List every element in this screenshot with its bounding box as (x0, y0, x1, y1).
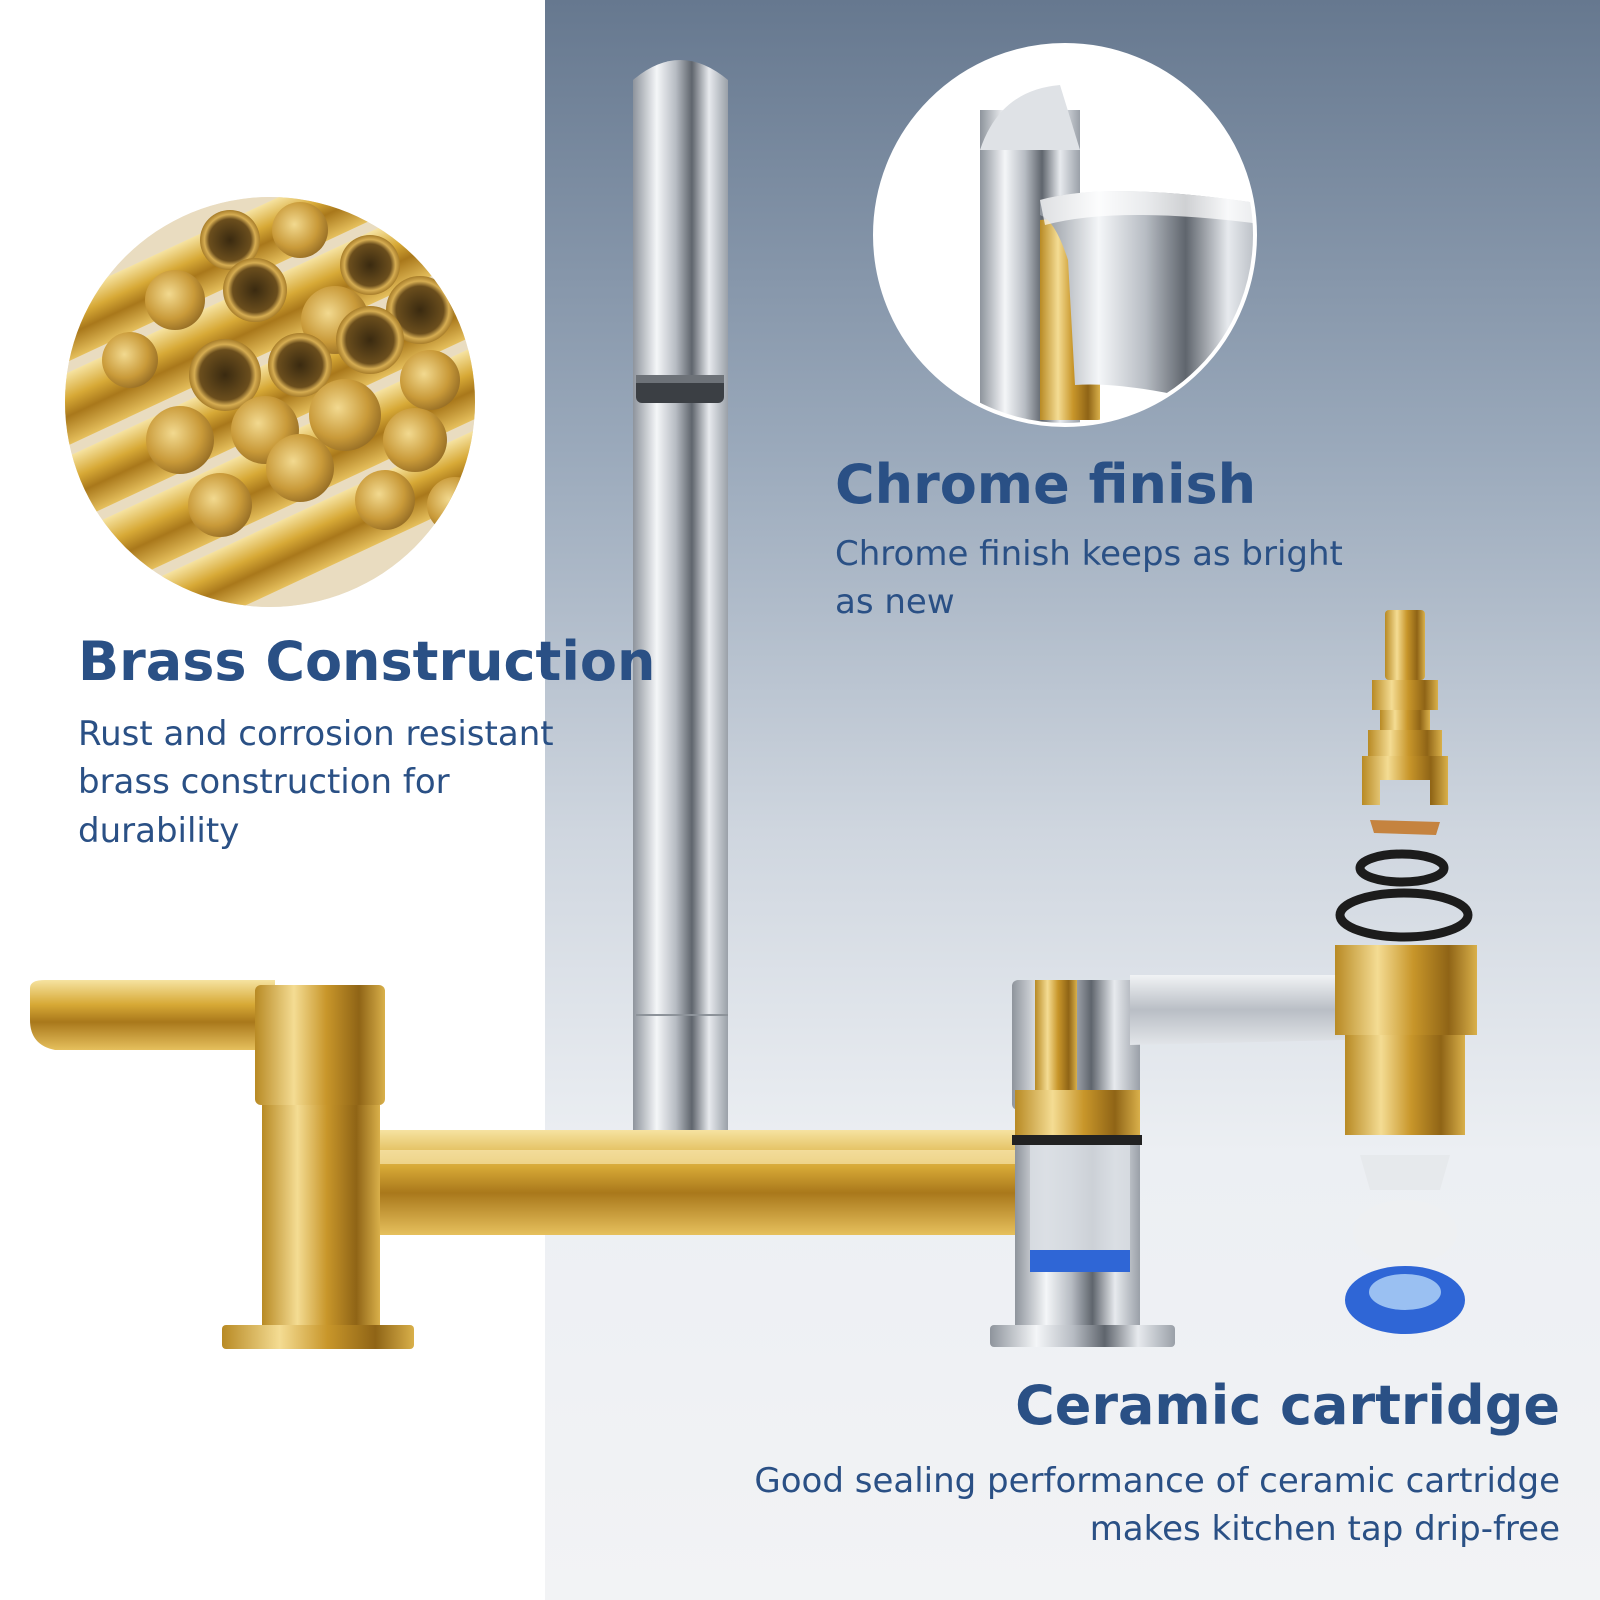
embedded-cartridge (1012, 980, 1142, 1272)
brass-construction-description: Rust and corrosion resistant brass const… (78, 714, 554, 851)
gold-horizontal-arm (350, 1130, 1050, 1235)
chrome-finish-description: Chrome finish keeps as bright as new (835, 534, 1343, 623)
brass-rods-image (65, 197, 475, 607)
ceramic-cartridge-title: Ceramic cartridge (1015, 1374, 1560, 1437)
ceramic-cartridge-description: Good sealing performance of ceramic cart… (754, 1461, 1560, 1550)
chrome-spout (633, 60, 728, 1178)
chrome-finish-title: Chrome finish (835, 453, 1257, 516)
exploded-cartridge-parts (1335, 610, 1477, 1334)
gold-handle (30, 980, 414, 1349)
chrome-finish-image (873, 43, 1257, 427)
brass-construction-title: Brass Construction (78, 630, 656, 693)
